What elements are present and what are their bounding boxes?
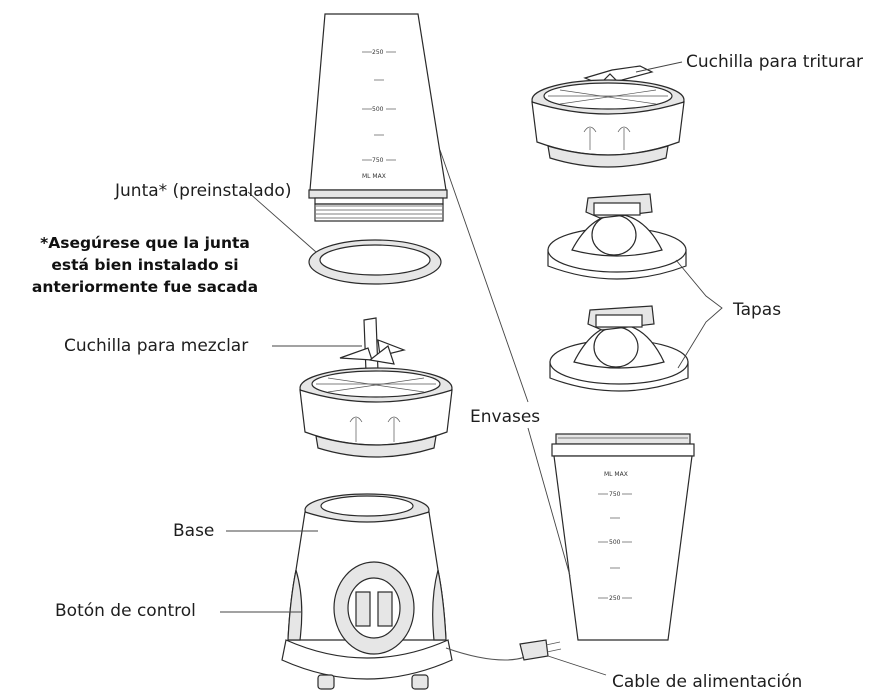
gasket-note: *Asegúrese que la junta está bien instal…: [2, 232, 288, 298]
short-cup-mark-500: 500: [609, 539, 621, 546]
label-crush-blade: Cuchilla para triturar: [686, 52, 863, 72]
gasket-ring: [308, 239, 442, 285]
tall-cup-mark-250: 250: [372, 49, 384, 56]
lid-top: [547, 193, 687, 280]
label-control-button: Botón de control: [55, 601, 196, 621]
tall-cup-mark-max: ML MAX: [362, 173, 386, 180]
mix-blade-assembly: [299, 317, 453, 458]
short-cup-mark-max: ML MAX: [604, 471, 628, 478]
gasket-note-line-3: anteriormente fue sacada: [31, 278, 259, 296]
label-gasket: Junta* (preinstalado): [115, 181, 292, 201]
short-cup-mark-250: 250: [609, 595, 621, 602]
label-lids: Tapas: [733, 300, 782, 320]
label-base: Base: [173, 521, 215, 541]
tall-cup-mark-500: 500: [372, 106, 384, 113]
crush-blade-assembly: [531, 65, 685, 168]
gasket-note-line-1: *Asegúrese que la junta: [40, 234, 250, 252]
leader-lines: [220, 61, 723, 676]
motor-base: [281, 493, 562, 690]
short-cup-mark-750: 750: [609, 491, 621, 498]
tall-cup-mark-750: 750: [372, 157, 384, 164]
label-mix-blade: Cuchilla para mezclar: [64, 336, 249, 356]
gasket-note-line-2: está bien instalado si: [51, 256, 239, 274]
lid-bottom: [549, 305, 689, 392]
label-power-cord: Cable de alimentación: [612, 672, 803, 692]
short-cup: ML MAX 750 500 250: [551, 433, 695, 641]
label-containers: Envases: [470, 407, 541, 427]
tall-cup: 250 500 750 ML MAX: [308, 13, 448, 222]
